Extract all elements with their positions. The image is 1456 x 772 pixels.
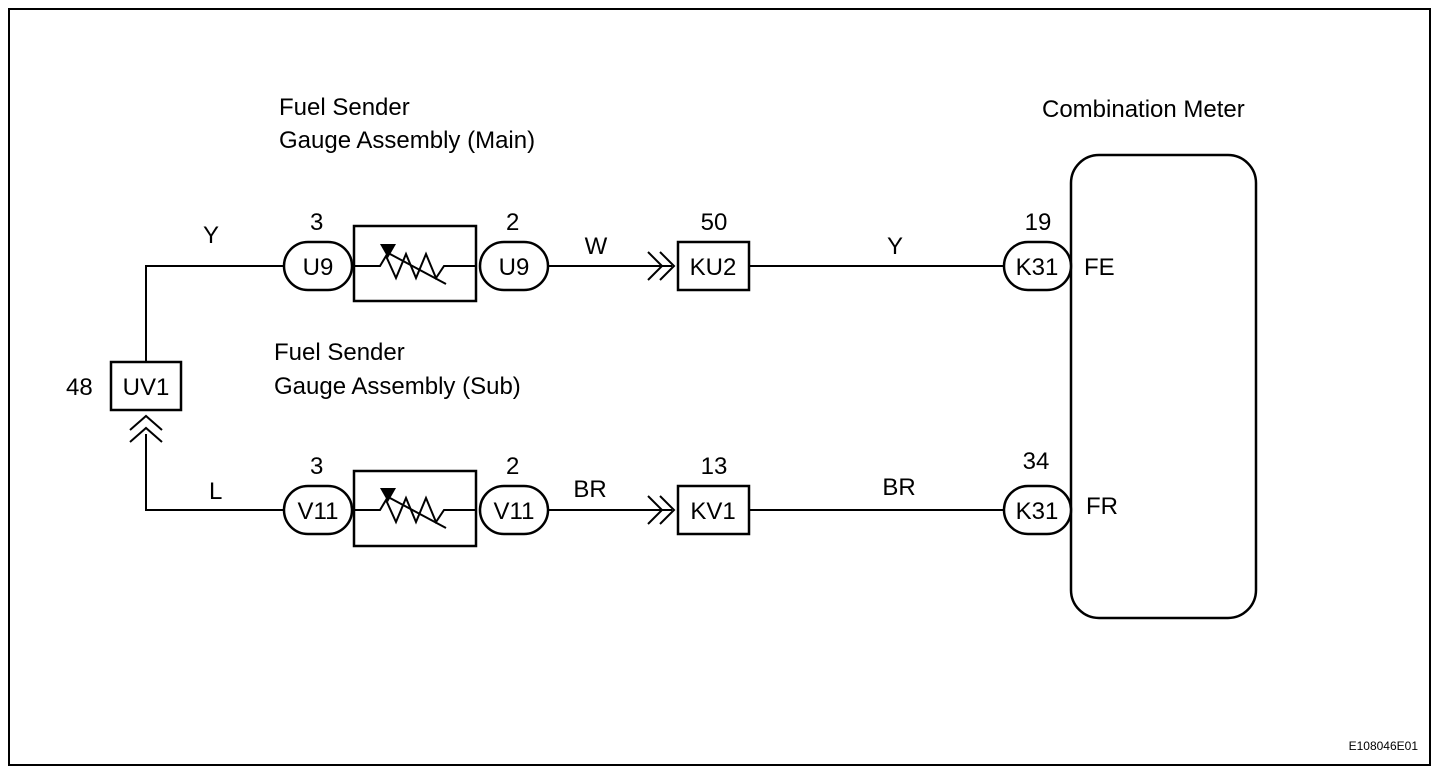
main-gauge-title-line2: Gauge Assembly (Main) — [279, 127, 535, 154]
wire-main-left-color: Y — [203, 222, 219, 249]
wire-sub-left — [145, 434, 284, 511]
meter-terminal-fr: FR — [1086, 493, 1118, 520]
meter-conn-fr-label: K31 — [1016, 498, 1059, 525]
main-pin-out: 2 — [506, 209, 519, 236]
figure-code: E108046E01 — [1349, 739, 1419, 753]
sub-conn-in-label: V11 — [298, 498, 339, 525]
junction-uv1-label: UV1 — [123, 374, 170, 401]
sub-junction-pin: 13 — [701, 453, 728, 480]
sub-gauge-title-line2: Gauge Assembly (Sub) — [274, 373, 521, 400]
main-conn-in-label: U9 — [303, 254, 334, 281]
wire-sub-mid-color: BR — [573, 476, 606, 503]
meter-pin-fe: 19 — [1025, 209, 1052, 236]
meter-conn-fr — [1002, 484, 1073, 536]
main-conn-in — [282, 240, 354, 292]
meter-conn-fe — [1002, 240, 1073, 292]
diagram-frame — [8, 8, 1431, 766]
wire-main-left — [145, 265, 284, 362]
junction-uv1-pin: 48 — [66, 374, 93, 401]
junction-uv1-box — [109, 360, 183, 412]
sub-conn-in — [282, 484, 354, 536]
wire-main-mid-color: W — [585, 233, 608, 260]
sub-pin-out: 2 — [506, 453, 519, 480]
meter-terminal-fe: FE — [1084, 254, 1115, 281]
wire-main-right-color: Y — [887, 233, 903, 260]
sub-pin-in: 3 — [310, 453, 323, 480]
wire-sub-right-color: BR — [882, 474, 915, 501]
main-junction-box — [676, 240, 751, 292]
combination-meter-title: Combination Meter — [1042, 96, 1245, 123]
main-pin-in: 3 — [310, 209, 323, 236]
meter-pin-fr: 34 — [1023, 448, 1050, 475]
wire-sub-left-color: L — [209, 478, 222, 505]
sub-gauge-title-line1: Fuel Sender — [274, 339, 405, 366]
variable-resistor-icon — [354, 244, 476, 285]
main-conn-out-label: U9 — [499, 254, 530, 281]
combination-meter-body — [1069, 153, 1258, 620]
meter-conn-fe-label: K31 — [1016, 254, 1059, 281]
main-junction-label: KU2 — [690, 254, 737, 281]
sub-gauge-box — [352, 469, 478, 548]
sub-junction-box — [676, 484, 751, 536]
connector-chevron-icon — [129, 414, 163, 443]
sub-junction-label: KV1 — [690, 498, 735, 525]
variable-resistor-icon — [354, 488, 476, 529]
sub-conn-out-label: V11 — [494, 498, 535, 525]
main-gauge-title-line1: Fuel Sender — [279, 94, 410, 121]
main-junction-pin: 50 — [701, 209, 728, 236]
main-gauge-box — [352, 224, 478, 303]
connector-chevron-icon — [647, 251, 676, 281]
connector-chevron-icon — [647, 495, 676, 525]
